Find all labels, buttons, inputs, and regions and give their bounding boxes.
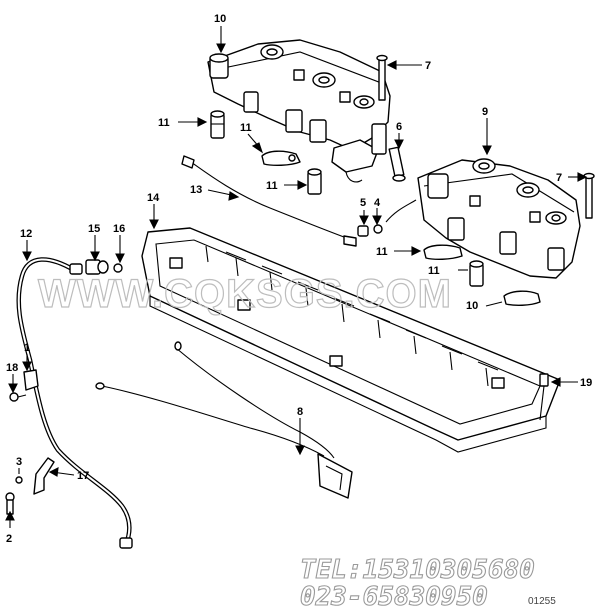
screw-18 (9, 392, 27, 402)
callout-11: 11 (266, 180, 278, 192)
callout-3: 3 (16, 456, 22, 468)
callout-9: 9 (482, 106, 488, 118)
callout-labels: 10 7 11 11 11 6 9 7 13 5 4 14 12 15 16 1… (6, 13, 592, 545)
callout-10: 10 (466, 300, 478, 312)
callout-19: 19 (580, 377, 592, 389)
callout-5: 5 (360, 197, 366, 209)
sleeve-6 (388, 146, 406, 182)
callout-12: 12 (20, 228, 32, 240)
callout-7: 7 (425, 60, 431, 72)
callout-1: 1 (24, 342, 30, 354)
callout-18: 18 (6, 362, 18, 374)
tappet-11-lower (469, 260, 484, 287)
connector-15-16 (85, 259, 123, 275)
harness-12 (16, 257, 133, 549)
tube-13 (181, 155, 357, 247)
tappet-11-upper (210, 110, 225, 139)
callout-6: 6 (396, 121, 402, 133)
callout-11: 11 (376, 246, 388, 258)
clip-3 (15, 476, 23, 484)
figure-reference: 01255 (528, 596, 556, 607)
lever-11-upper (261, 150, 301, 167)
spacer-frame-14 (141, 227, 561, 453)
contact-tel: TEL:15310305680 (300, 555, 535, 585)
callout-10: 10 (214, 13, 226, 25)
harness-8 (95, 341, 353, 499)
clamp-1 (23, 369, 39, 391)
callout-14: 14 (147, 192, 160, 204)
callout-11: 11 (428, 265, 440, 277)
callout-11: 11 (158, 117, 170, 129)
callout-17: 17 (77, 470, 89, 482)
contact-phone: 023-65830950 (300, 582, 488, 612)
rocker-housing-upper (207, 39, 391, 183)
lever-11-lower (423, 244, 463, 261)
bolt-7-upper (376, 54, 388, 101)
callout-13: 13 (190, 184, 202, 196)
fitting-5-4 (357, 199, 417, 237)
sensor-19 (539, 373, 549, 421)
callout-11: 11 (240, 122, 252, 134)
tappet-11-mid (307, 168, 322, 195)
watermark-text: WWW.CQKSGS.COM (38, 272, 452, 316)
lever-10-lower (503, 290, 541, 307)
callout-7: 7 (556, 172, 562, 184)
callout-2: 2 (6, 533, 12, 545)
leader-lines (5, 26, 588, 528)
callout-4: 4 (374, 197, 381, 209)
bracket-17 (33, 457, 55, 495)
callout-15: 15 (88, 223, 100, 235)
callout-16: 16 (113, 223, 125, 235)
rocker-housing-right (417, 158, 581, 279)
callout-8: 8 (297, 406, 303, 418)
bolt-7-right (583, 172, 595, 219)
